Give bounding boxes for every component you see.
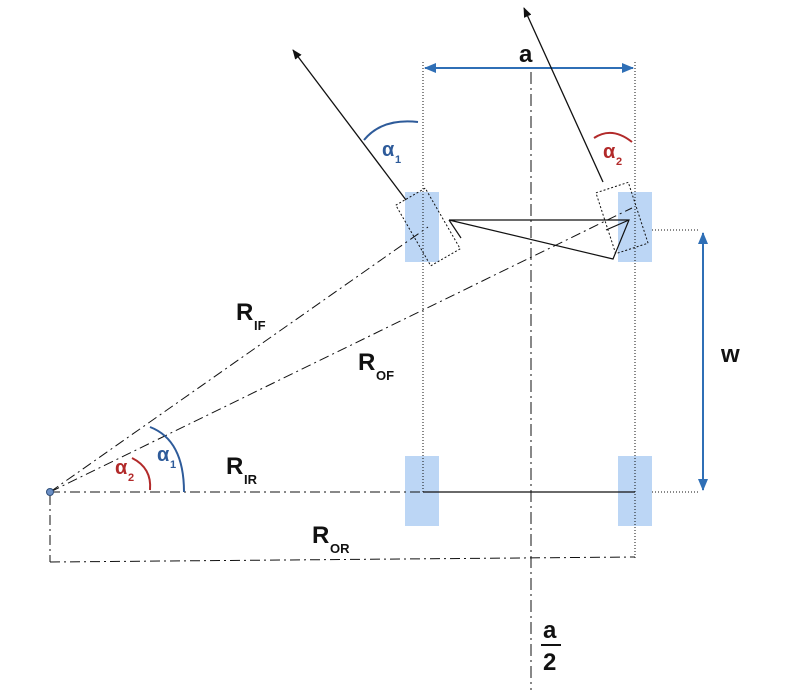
- label-a-half-denominator: 2: [543, 649, 556, 676]
- alpha1-top-main: α: [382, 139, 395, 161]
- steering-tie-rod-left: [448, 219, 462, 239]
- label-alpha2-top: α 2: [603, 141, 622, 168]
- label-alpha1-top: α 1: [382, 139, 401, 166]
- r-ir-sub: IR: [244, 472, 258, 487]
- label-r-of: R OF: [358, 349, 394, 383]
- steering-arm-right: [605, 219, 630, 231]
- alpha2-arc-top: [593, 131, 633, 143]
- label-r-if: R IF: [236, 299, 266, 333]
- r-or-main: R: [312, 522, 329, 549]
- left-wheel-heading-arrow: [292, 49, 407, 201]
- right-wheel-heading-arrow: [523, 7, 604, 183]
- rear-left-wheel: [405, 456, 439, 526]
- r-or-sub: OR: [330, 541, 350, 556]
- r-if-sub: IF: [254, 318, 266, 333]
- turning-center-point: [46, 488, 54, 496]
- label-r-or: R OR: [312, 522, 350, 556]
- alpha1-arc-centre: [149, 426, 185, 493]
- label-r-ir: R IR: [226, 453, 258, 487]
- steered-left-wheel-outline: [395, 187, 461, 267]
- r-if-main: R: [236, 299, 253, 326]
- radius-or-line: [49, 556, 636, 563]
- label-a-half-numerator: a: [543, 617, 557, 644]
- alpha2-top-sub: 2: [616, 156, 622, 168]
- label-alpha1-centre: α 1: [157, 444, 176, 471]
- alpha1-arc-top: [363, 120, 419, 141]
- r-ir-main: R: [226, 453, 243, 480]
- steering-linkage: [448, 219, 630, 260]
- radius-if-line: [49, 226, 429, 493]
- label-w: w: [720, 341, 740, 368]
- alpha2-top-main: α: [603, 141, 616, 163]
- front-left-wheel: [405, 192, 439, 262]
- r-of-main: R: [358, 349, 375, 376]
- radius-of-line: [49, 207, 633, 493]
- label-a: a: [519, 41, 533, 68]
- alpha1-centre-main: α: [157, 444, 170, 466]
- alpha1-centre-sub: 1: [170, 459, 176, 471]
- label-alpha2-centre: α 2: [115, 457, 134, 484]
- alpha2-arc-centre: [131, 457, 152, 491]
- alpha2-centre-sub: 2: [128, 472, 134, 484]
- steered-right-wheel-outline: [595, 181, 649, 255]
- r-of-sub: OF: [376, 368, 394, 383]
- alpha1-top-sub: 1: [395, 154, 401, 166]
- alpha2-centre-main: α: [115, 457, 128, 479]
